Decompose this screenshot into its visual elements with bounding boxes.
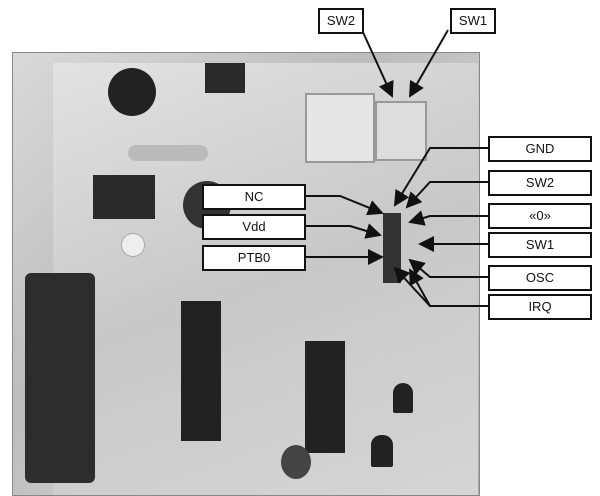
- label-gnd: GND: [488, 136, 592, 162]
- transistor: [393, 383, 413, 413]
- switch-block: [375, 101, 427, 161]
- label-zero: «0»: [488, 203, 592, 229]
- led: [121, 233, 145, 257]
- serial-connector: [25, 273, 95, 483]
- arrow-vdd: [305, 223, 382, 239]
- label-sw2-top: SW2: [318, 8, 364, 34]
- pin-header: [383, 213, 401, 283]
- arrow-gnd: [393, 147, 488, 207]
- label-sw1: SW1: [488, 232, 592, 258]
- label-irq: IRQ: [488, 294, 592, 320]
- power-transistor: [93, 175, 155, 219]
- label-sw2: SW2: [488, 170, 592, 196]
- ic-chip-1: [181, 301, 221, 441]
- transistor: [371, 435, 393, 467]
- label-sw1-top: SW1: [450, 8, 496, 34]
- ic-chip-2: [305, 341, 345, 453]
- arrow-osc: [408, 258, 488, 278]
- arrow-nc: [305, 195, 384, 216]
- label-nc: NC: [202, 184, 306, 210]
- arrow-sw1-top: [409, 29, 449, 98]
- label-vdd: Vdd: [202, 214, 306, 240]
- capacitor: [281, 445, 311, 479]
- arrow-irq-a: [393, 266, 488, 307]
- label-ptb0: PTB0: [202, 245, 306, 271]
- inductor: [108, 68, 156, 116]
- arrow-sw2: [405, 181, 488, 209]
- label-osc: OSC: [488, 265, 592, 291]
- pcb-surface: [25, 63, 478, 495]
- voltage-regulator: [205, 63, 245, 93]
- arrow-irq-b: [409, 268, 431, 307]
- arrow-zero: [408, 210, 488, 226]
- arrow-sw2-top: [361, 29, 394, 98]
- crystal-oscillator: [305, 93, 375, 163]
- resistor: [128, 145, 208, 161]
